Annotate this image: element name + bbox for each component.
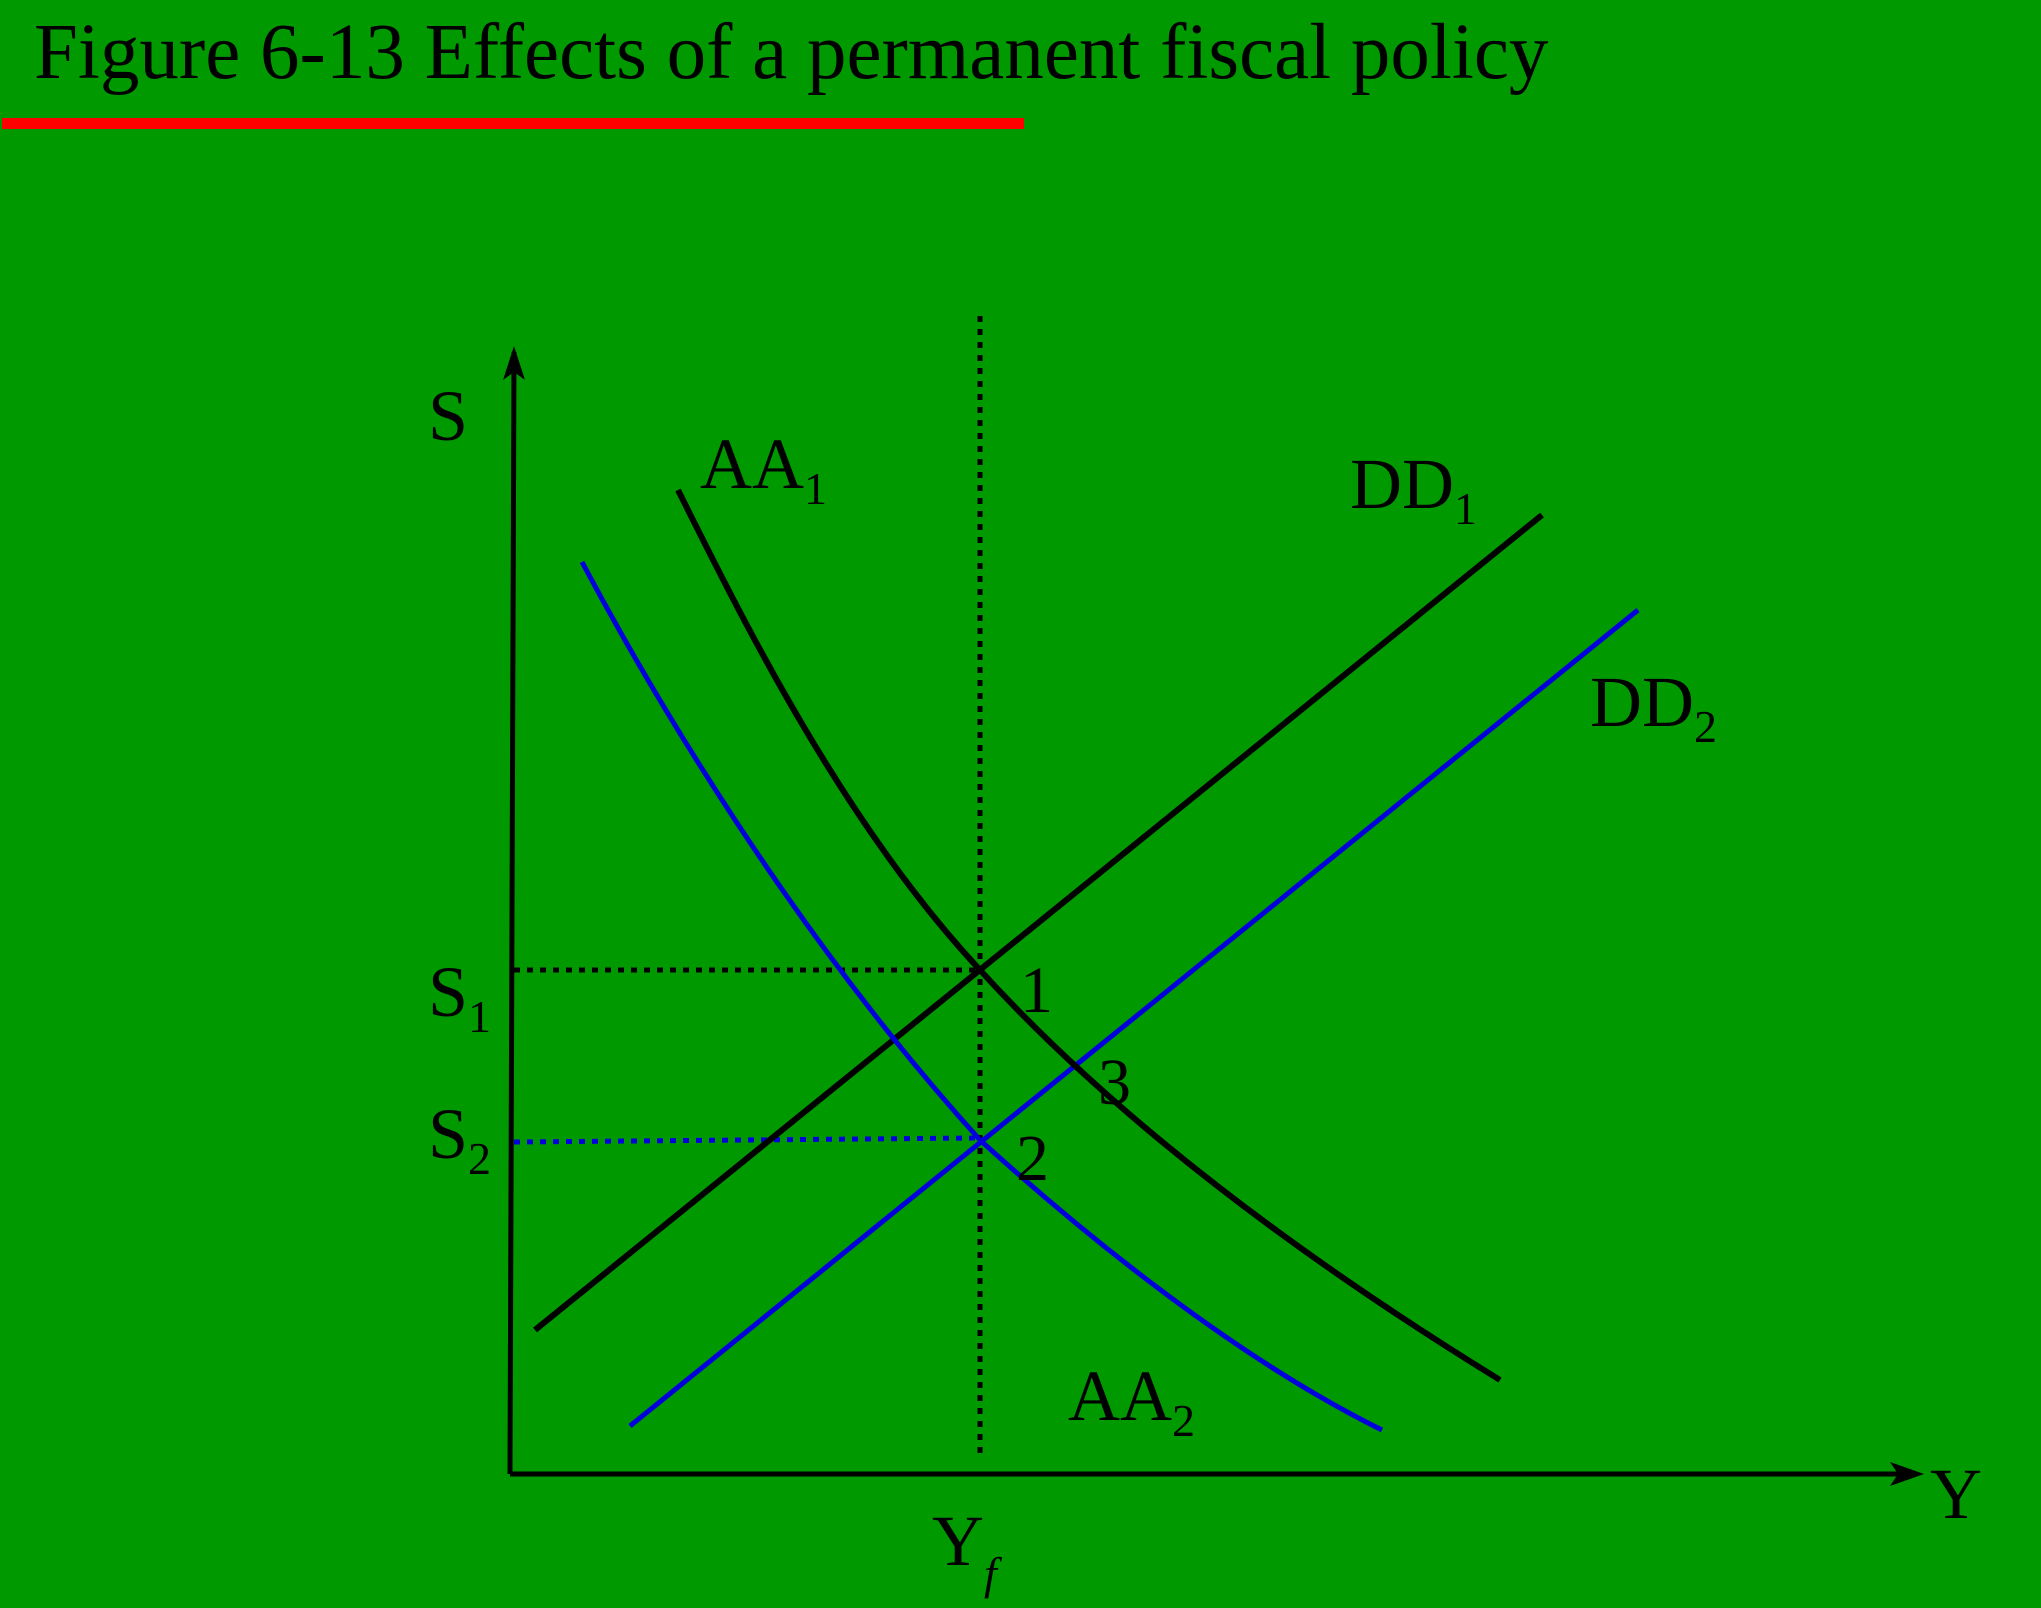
aa2-curve	[579, 560, 1384, 1433]
y-axis-label: S	[428, 376, 468, 456]
s1-label: S1	[428, 952, 491, 1042]
dd2-label: DD2	[1590, 662, 1717, 752]
y-axis-arrowhead	[503, 346, 525, 380]
yf-label: Yf	[932, 1501, 1003, 1599]
aa1-curve	[675, 488, 1502, 1383]
dd1-label: DD1	[1350, 444, 1477, 534]
s2-label: S2	[428, 1094, 491, 1184]
x-axis-label: Y	[1930, 1454, 1982, 1534]
x-axis-arrowhead	[1890, 1462, 1924, 1486]
page-title: Figure 6-13 Effects of a permanent fisca…	[34, 9, 1549, 96]
s2-dotted-line	[513, 1135, 979, 1145]
aa2-label: AA2	[1068, 1356, 1195, 1446]
title-underline	[2, 118, 1024, 129]
point-1-label: 1	[1020, 954, 1053, 1027]
title-underline-bar	[2, 118, 1024, 129]
point-3-label: 3	[1098, 1046, 1131, 1119]
dd2-curve	[628, 608, 1640, 1428]
y-axis	[507, 351, 517, 1475]
aa1-label: AA1	[700, 424, 827, 514]
dd1-curve	[533, 512, 1544, 1333]
point-2-label: 2	[1016, 1122, 1049, 1195]
